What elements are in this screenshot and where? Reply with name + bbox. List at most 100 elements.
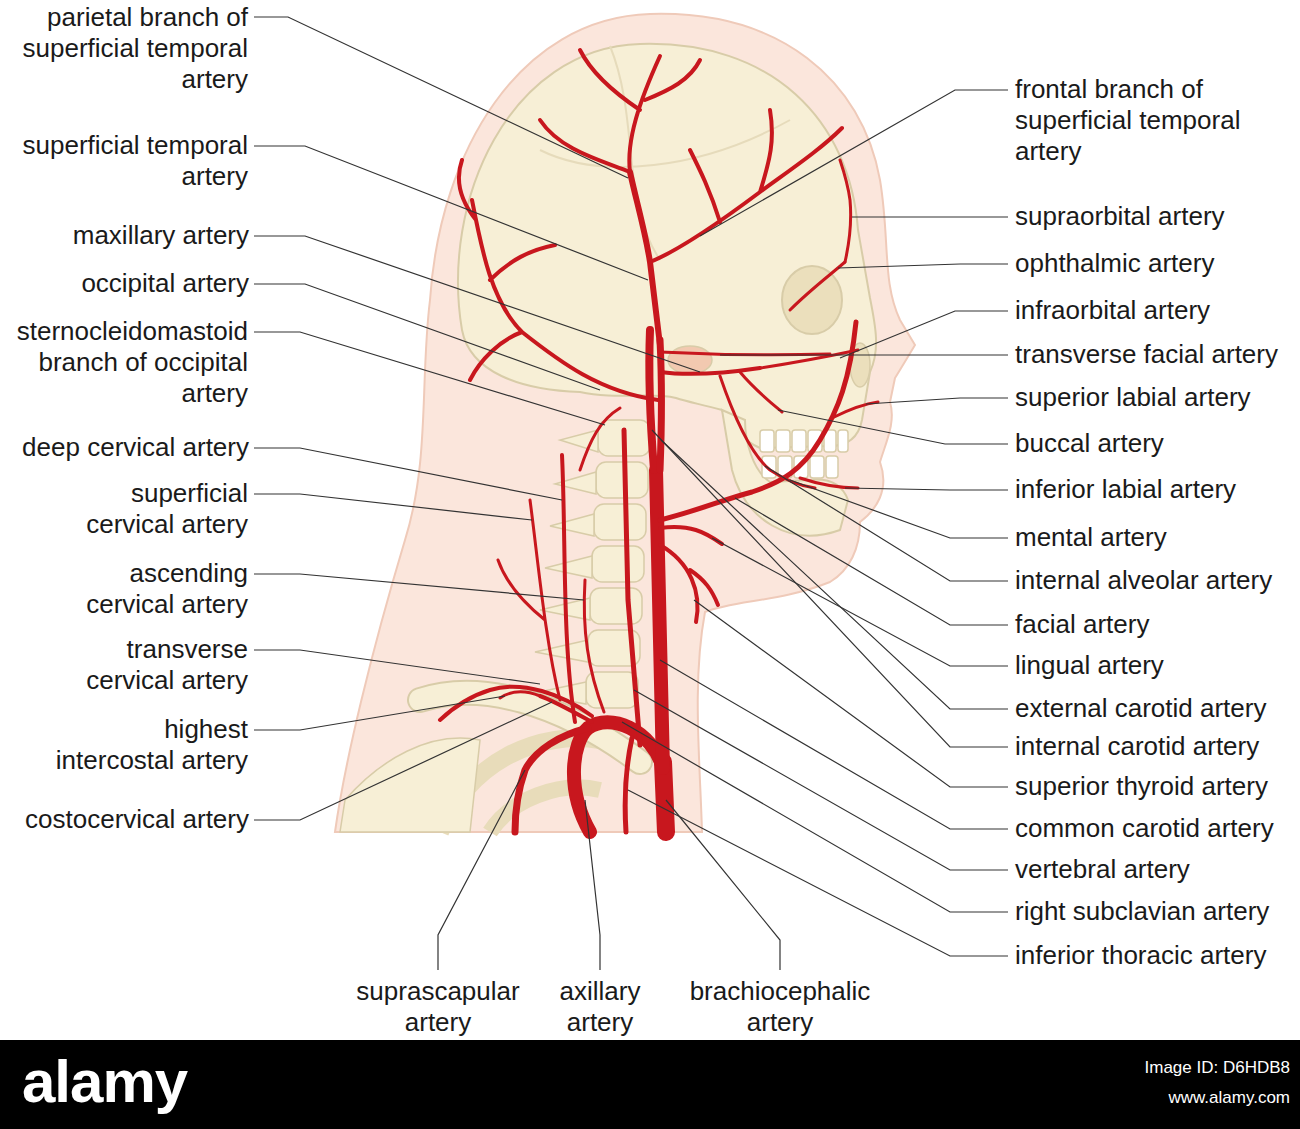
leader-line	[840, 311, 1008, 358]
sternocleidomastoid-branch	[580, 408, 620, 470]
artery-label: right subclavian artery	[1015, 896, 1269, 927]
tooth	[760, 430, 774, 452]
skull-suture	[540, 46, 790, 260]
arteries	[440, 50, 878, 832]
artery-label: parietal branch of superficial temporal …	[13, 2, 248, 95]
scapula	[340, 738, 480, 832]
artery-label: transverse facial artery	[1015, 339, 1278, 370]
superficial-cervical-artery	[498, 500, 560, 700]
artery-label: maxillary artery	[4, 220, 249, 251]
vertebra	[590, 588, 642, 624]
leader-line	[666, 800, 780, 970]
leader-line	[778, 410, 1008, 444]
vertebra	[592, 546, 644, 582]
artery-label: superior thyroid artery	[1015, 771, 1268, 802]
tooth	[810, 456, 824, 478]
leader-line	[694, 600, 1008, 787]
tooth	[838, 430, 848, 452]
leader-line	[700, 90, 1008, 236]
artery-label: internal alveolar artery	[1015, 565, 1272, 596]
external-carotid-artery	[660, 340, 662, 470]
tooth	[762, 456, 776, 478]
watermark-id: Image ID: D6HDB8	[1070, 1058, 1290, 1078]
artery-label: facial artery	[1015, 609, 1149, 640]
leader-line	[712, 538, 1008, 666]
artery-label: supraorbital artery	[1015, 201, 1225, 232]
artery-label: ophthalmic artery	[1015, 248, 1214, 279]
leader-line	[866, 398, 1008, 404]
leader-line	[628, 790, 1008, 956]
leader-lines	[254, 17, 1008, 970]
artery-label: deep cervical artery	[4, 432, 249, 463]
artery-label: brachiocephalic artery	[680, 976, 880, 1038]
artery-label: buccal artery	[1015, 428, 1164, 459]
ascending-cervical-artery	[584, 580, 604, 712]
leader-line	[838, 264, 1008, 268]
lingual-artery	[660, 527, 722, 544]
artery-label: internal carotid artery	[1015, 731, 1259, 762]
leader-line	[254, 574, 584, 600]
leader-line	[720, 354, 1008, 355]
tooth	[792, 430, 806, 452]
artery-label: ascending cervical artery	[78, 558, 248, 620]
parietal-branch	[540, 50, 700, 172]
artery-label: transverse cervical artery	[78, 634, 248, 696]
internal-alveolar-artery	[720, 376, 815, 488]
ear-canal	[668, 346, 712, 374]
ophthalmic-artery	[790, 262, 845, 310]
vertebral-artery	[624, 430, 640, 745]
costocervical-artery	[540, 696, 592, 722]
artery-label: vertebral artery	[1015, 854, 1190, 885]
leader-line	[254, 494, 532, 520]
artery-label: external carotid artery	[1015, 693, 1266, 724]
leader-line	[254, 448, 562, 500]
artery-label: inferior labial artery	[1015, 474, 1236, 505]
watermark-url: www.alamy.com	[1070, 1088, 1290, 1108]
leader-line	[254, 332, 605, 425]
watermark-bar	[0, 1040, 1300, 1129]
leader-line	[845, 488, 1008, 490]
leader-line	[438, 770, 525, 970]
occipital-artery	[459, 160, 658, 400]
artery-label: superficial temporal artery	[13, 130, 248, 192]
tooth	[826, 456, 838, 478]
buccal-artery	[740, 372, 782, 412]
artery-label: superficial cervical artery	[78, 478, 248, 540]
watermark-logo: alamy	[22, 1046, 187, 1118]
artery-label: suprascapular artery	[348, 976, 528, 1038]
vertebra	[594, 504, 646, 540]
leader-line	[852, 216, 1008, 217]
orbit	[782, 266, 842, 334]
frontal-branch	[650, 110, 842, 262]
artery-label: inferior thoracic artery	[1015, 940, 1266, 971]
deep-cervical-artery	[562, 455, 575, 722]
artery-label: costocervical artery	[4, 804, 249, 835]
leader-line	[254, 284, 600, 390]
supraorbital-artery	[840, 160, 851, 262]
artery-label: highest intercostal artery	[48, 714, 248, 776]
facial-artery	[660, 322, 856, 520]
leader-line	[790, 480, 1008, 538]
artery-label: lingual artery	[1015, 650, 1164, 681]
leader-line	[254, 650, 540, 684]
leader-line	[585, 800, 600, 970]
vertebra	[596, 462, 648, 498]
leader-line	[661, 440, 1008, 709]
leader-line	[634, 690, 1008, 870]
leader-line	[254, 146, 648, 280]
artery-label: axillary artery	[545, 976, 655, 1038]
common-carotid-artery	[656, 470, 663, 768]
leader-line	[254, 17, 628, 178]
superior-labial-artery	[832, 402, 878, 418]
infraorbital-artery	[760, 350, 858, 368]
artery-label: superior labial artery	[1015, 382, 1251, 413]
artery-label: mental artery	[1015, 522, 1167, 553]
artery-label: infraorbital artery	[1015, 295, 1210, 326]
leader-line	[765, 466, 1008, 581]
tooth	[776, 430, 790, 452]
skull	[458, 44, 876, 448]
artery-label: sternocleidomastoid branch of occipital …	[8, 316, 248, 409]
suprascapular-artery	[515, 728, 588, 832]
artery-label: frontal branch of superficial temporal a…	[1015, 74, 1250, 167]
